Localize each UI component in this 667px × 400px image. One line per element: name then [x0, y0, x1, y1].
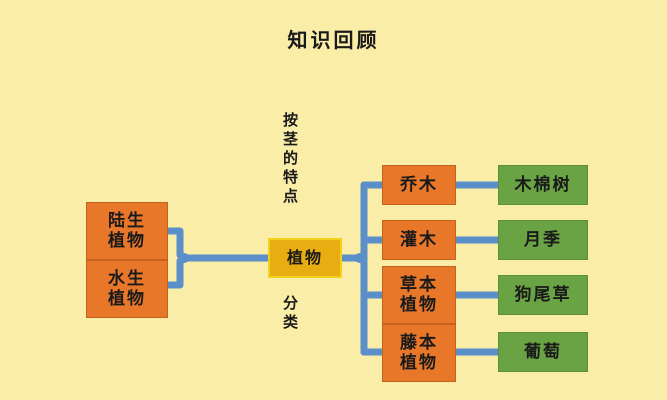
node-stem-type-0[interactable]: 乔木 — [382, 165, 456, 205]
branch-wire-3 — [352, 254, 386, 356]
page-title: 知识回顾 — [287, 28, 380, 52]
node-root-plants[interactable]: 植物 — [268, 238, 342, 278]
node-terrestrial-plants[interactable]: 陆生 植物 — [86, 202, 168, 260]
node-aquatic-plants[interactable]: 水生 植物 — [86, 260, 168, 318]
node-stem-type-2[interactable]: 草本 植物 — [382, 266, 456, 324]
branch-wire-0 — [352, 181, 386, 262]
node-stem-type-1[interactable]: 灌木 — [382, 220, 456, 260]
annotation-classification: 分类 — [281, 295, 299, 333]
habitat-brace — [164, 227, 192, 289]
node-example-1[interactable]: 月季 — [498, 220, 588, 260]
node-example-2[interactable]: 狗尾草 — [498, 275, 588, 315]
node-stem-type-3[interactable]: 藤本 植物 — [382, 324, 456, 382]
annotation-by-stem-feature: 按茎的特点 — [281, 112, 299, 207]
node-example-3[interactable]: 葡萄 — [498, 332, 588, 372]
node-example-0[interactable]: 木棉树 — [498, 165, 588, 205]
